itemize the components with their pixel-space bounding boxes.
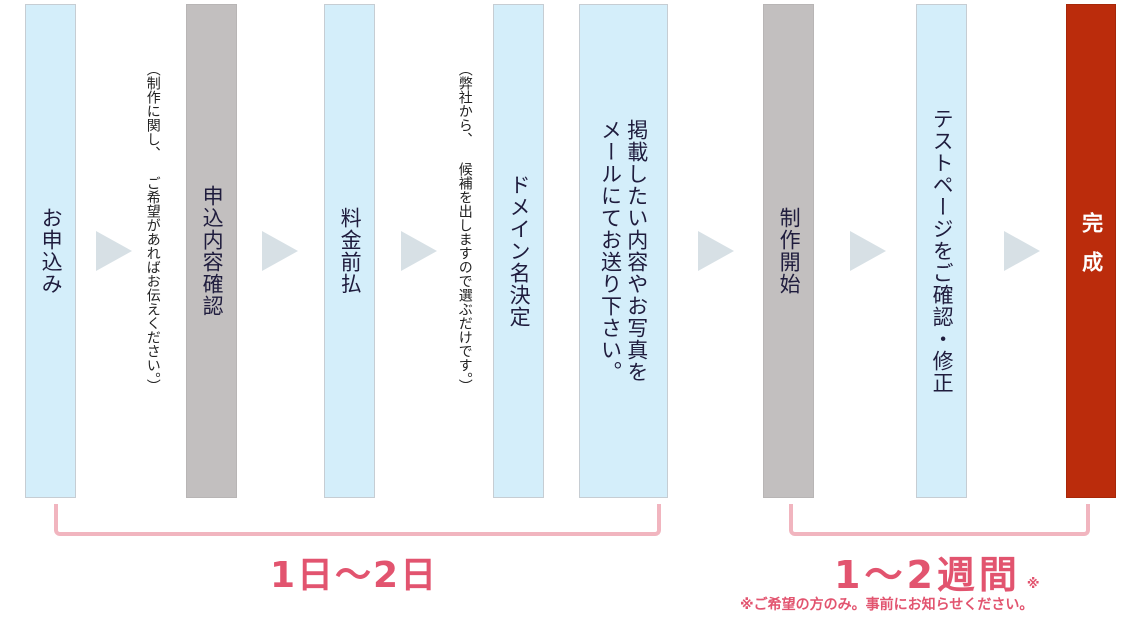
step-label: 掲載したい内容やお写真を メールにてお送り下さい。	[598, 119, 649, 383]
step-label: テストページをご確認・修正	[930, 108, 955, 394]
step-label: 制作開始	[777, 207, 802, 295]
arrow-right-icon	[262, 231, 298, 271]
bracket-phase-1	[54, 504, 661, 536]
step-send-content: 掲載したい内容やお写真を メールにてお送り下さい。	[579, 4, 668, 498]
asterisk-mark: ※	[1026, 577, 1044, 592]
step-confirm-application: 申込内容確認	[186, 4, 237, 498]
step-prepayment: 料金前払	[324, 4, 375, 498]
timeframe-phase-1: 1日〜2日	[270, 546, 438, 598]
arrow-right-icon	[698, 231, 734, 271]
step-production-start: 制作開始	[763, 4, 814, 498]
step-label: 申込内容確認	[200, 185, 225, 317]
step-label: ドメイン名決定	[507, 174, 532, 328]
step-complete: 完成	[1066, 4, 1116, 498]
arrow-right-icon	[1004, 231, 1040, 271]
timeframe-phase-2: 1〜2週間 ※	[834, 544, 1044, 599]
timeframe-label: 1〜2週間	[834, 553, 1021, 597]
note-domain: （弊社から、 候補を出しますので選ぶだけです。）	[456, 62, 473, 393]
bracket-phase-2	[789, 504, 1090, 536]
step-label: お申込み	[39, 207, 64, 295]
step-label: 完成	[1079, 212, 1104, 290]
arrow-right-icon	[401, 231, 437, 271]
arrow-right-icon	[96, 231, 132, 271]
step-test-page-review: テストページをご確認・修正	[916, 4, 967, 498]
note-apply: （制作に関し、 ご希望があればお伝えください。）	[144, 62, 161, 393]
step-label: 料金前払	[338, 207, 363, 295]
arrow-right-icon	[850, 231, 886, 271]
step-apply: お申込み	[25, 4, 76, 498]
timeframe-footnote: ※ご希望の方のみ。事前にお知らせください。	[740, 597, 1034, 613]
timeframe-label: 1日〜2日	[270, 555, 439, 596]
step-domain-decision: ドメイン名決定	[493, 4, 544, 498]
